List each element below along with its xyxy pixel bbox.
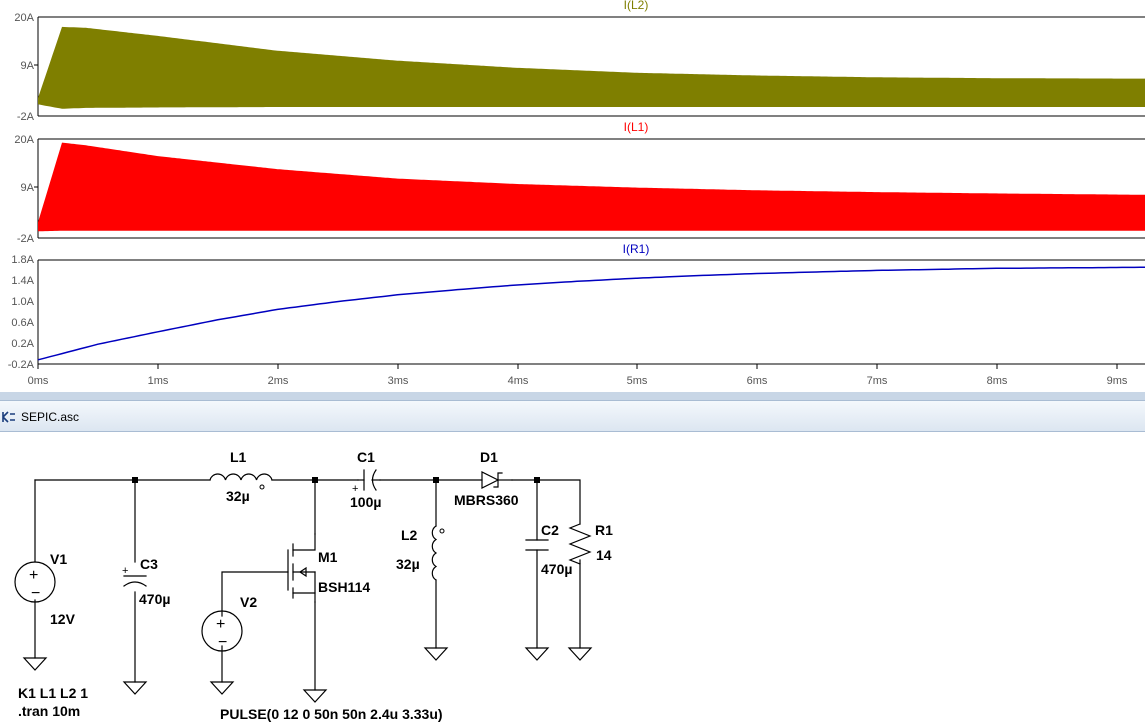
window-separator	[0, 392, 1145, 400]
ytick-label: 0.6A	[11, 317, 34, 329]
c2-name[interactable]: C2	[541, 522, 559, 538]
r1-resistor[interactable]: R1 14	[568, 522, 613, 565]
svg-text:−: −	[218, 634, 227, 651]
xtick-label: 9ms	[1107, 375, 1128, 387]
spice-directive-tran[interactable]: .tran 10m	[18, 703, 80, 719]
svg-text:+: +	[29, 567, 38, 584]
svg-text:+: +	[216, 616, 225, 633]
r1-name[interactable]: R1	[595, 522, 613, 538]
document-tab-bar: SEPIC.asc	[0, 400, 1145, 432]
xtick-label: 8ms	[987, 375, 1008, 387]
v1-name[interactable]: V1	[50, 551, 67, 567]
d1-name[interactable]: D1	[480, 449, 498, 465]
v1-value[interactable]: 12V	[50, 611, 76, 627]
ytick-label: -2A	[17, 233, 35, 245]
c1-name[interactable]: C1	[357, 449, 375, 465]
ytick-label: 1.4A	[11, 275, 34, 287]
trace-label-ir1[interactable]: I(R1)	[623, 242, 650, 256]
c1-capacitor[interactable]: + C1 100µ	[350, 449, 381, 510]
v2-pulse-source[interactable]: + − V2 PULSE(0 12 0 50n 50n 2.4u 3.33u)	[201, 594, 443, 722]
trace-il1-envelope	[38, 142, 1145, 232]
trace-label-il1[interactable]: I(L1)	[624, 120, 649, 134]
trace-ir1-line	[37, 266, 1145, 361]
l2-inductor[interactable]: L2 32µ	[396, 525, 445, 581]
m1-name[interactable]: M1	[318, 549, 338, 565]
l1-name[interactable]: L1	[230, 449, 247, 465]
xtick-label: 3ms	[388, 375, 409, 387]
spice-directive-coupling[interactable]: K1 L1 L2 1	[18, 685, 88, 701]
v1-voltage-source[interactable]: + − V1 12V	[14, 551, 76, 627]
c2-value[interactable]: 470µ	[541, 561, 572, 577]
svg-text:−: −	[31, 585, 40, 602]
xtick-label: 2ms	[268, 375, 289, 387]
c3-capacitor[interactable]: + C3 470µ	[122, 556, 170, 607]
pane-il2[interactable]: I(L2) 20A 9A -2A	[14, 0, 1145, 123]
r1-value[interactable]: 14	[596, 547, 612, 563]
ytick-label: 20A	[14, 134, 34, 146]
v2-name[interactable]: V2	[240, 594, 257, 610]
ytick-label: 1.0A	[11, 296, 34, 308]
tab-sepic-asc[interactable]: SEPIC.asc	[2, 408, 79, 426]
pane-ir1[interactable]: I(R1) 1.8A 1.4A 1.0A 0.6A 0.2A -0.2A	[8, 242, 1145, 371]
ytick-label: 9A	[21, 60, 35, 72]
ytick-label: -0.2A	[8, 359, 35, 371]
xtick-label: 0ms	[28, 375, 49, 387]
schematic-tab-icon	[2, 411, 15, 423]
m1-mosfet[interactable]	[287, 533, 316, 603]
xtick-label: 4ms	[508, 375, 529, 387]
trace-il2-envelope	[38, 26, 1145, 109]
xtick-label: 7ms	[867, 375, 888, 387]
d1-schottky-diode[interactable]: D1 MBRS360	[454, 449, 519, 508]
m1-value[interactable]: BSH114	[318, 579, 370, 595]
xtick-label: 5ms	[627, 375, 648, 387]
waveform-viewer[interactable]: I(L2) 20A 9A -2A I(L1) 20A 9A -2A I(R1) …	[0, 0, 1145, 392]
l1-value[interactable]: 32µ	[226, 488, 250, 504]
time-axis: 0ms 1ms 2ms 3ms 4ms 5ms 6ms 7ms 8ms 9ms	[28, 364, 1128, 387]
ytick-label: -2A	[17, 111, 35, 123]
tab-title: SEPIC.asc	[21, 410, 80, 424]
c3-name[interactable]: C3	[140, 556, 158, 572]
xtick-label: 6ms	[747, 375, 768, 387]
c3-value[interactable]: 470µ	[139, 591, 170, 607]
junctions	[132, 477, 540, 483]
svg-text:+: +	[352, 483, 358, 495]
v2-value[interactable]: PULSE(0 12 0 50n 50n 2.4u 3.33u)	[220, 706, 443, 722]
c1-value[interactable]: 100µ	[350, 494, 381, 510]
ytick-label: 20A	[14, 12, 34, 24]
ground-symbols	[22, 647, 593, 703]
pane-il1[interactable]: I(L1) 20A 9A -2A	[14, 120, 1145, 245]
ytick-label: 0.2A	[11, 338, 34, 350]
d1-value[interactable]: MBRS360	[454, 492, 519, 508]
l1-inductor[interactable]: L1 32µ	[209, 449, 273, 504]
schematic-canvas[interactable]: + − V1 12V + C3 470µ L1 32µ + C1 100µ D1…	[0, 432, 1145, 726]
svg-text:+: +	[122, 565, 128, 577]
l2-value[interactable]: 32µ	[396, 556, 420, 572]
ytick-label: 9A	[21, 182, 35, 194]
l2-name[interactable]: L2	[401, 527, 418, 543]
ytick-label: 1.8A	[11, 254, 34, 266]
wires	[34, 479, 581, 691]
xtick-label: 1ms	[148, 375, 169, 387]
trace-label-il2[interactable]: I(L2)	[624, 0, 649, 12]
c2-capacitor[interactable]: C2 470µ	[525, 522, 572, 577]
